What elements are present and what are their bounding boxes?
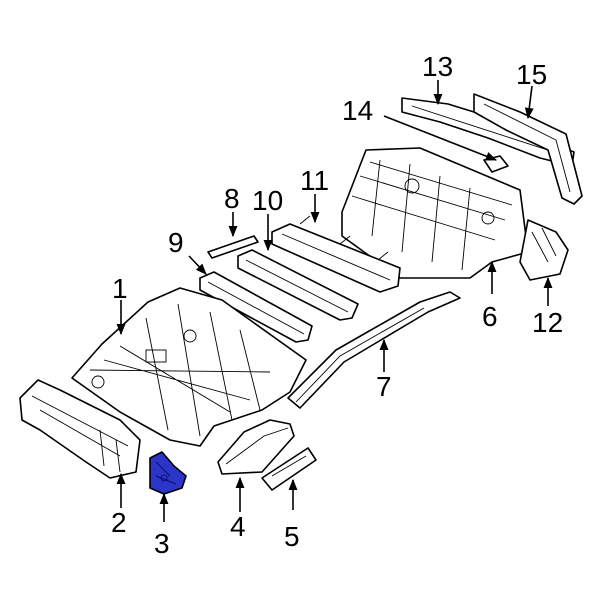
- leader-14: [383, 115, 498, 161]
- callout-7: 7: [376, 371, 392, 402]
- callout-6: 6: [482, 301, 498, 332]
- part-12-side-bracket[interactable]: [519, 219, 569, 281]
- part-15-rear-reinforcement[interactable]: [473, 93, 583, 205]
- callout-15: 15: [516, 59, 547, 90]
- callout-12: 12: [532, 307, 563, 338]
- callout-1: 1: [112, 273, 128, 304]
- part-8-small-bar[interactable]: [207, 235, 259, 259]
- callout-11: 11: [300, 165, 329, 196]
- part-14-small-bracket[interactable]: [483, 155, 509, 173]
- callout-13: 13: [422, 51, 453, 82]
- part-7-side-rail[interactable]: [287, 291, 461, 409]
- leader-9: [188, 255, 207, 275]
- callout-14: 14: [342, 95, 373, 126]
- part-9-crossmember[interactable]: [199, 271, 313, 343]
- part-3-bracket-highlighted[interactable]: [149, 451, 187, 495]
- part-5-side-bracket[interactable]: [261, 447, 317, 491]
- callout-2: 2: [111, 507, 127, 538]
- part-10-crossmember[interactable]: [237, 249, 359, 321]
- callout-8: 8: [224, 183, 240, 214]
- callout-9: 9: [168, 227, 184, 258]
- callout-3: 3: [154, 528, 170, 559]
- part-4-side-bracket[interactable]: [217, 419, 295, 475]
- leader-15: [524, 85, 534, 120]
- callout-labels: 1 2 3 4 5 6 7 8 9 10 11 12 13 14 15: [111, 51, 563, 559]
- callout-4: 4: [230, 511, 246, 542]
- leader-arrows: [116, 80, 553, 522]
- callout-5: 5: [284, 521, 300, 552]
- callout-10: 10: [252, 185, 283, 216]
- part-1-front-floor-pan[interactable]: [71, 287, 307, 447]
- part-2-front-crossmember[interactable]: [19, 379, 141, 479]
